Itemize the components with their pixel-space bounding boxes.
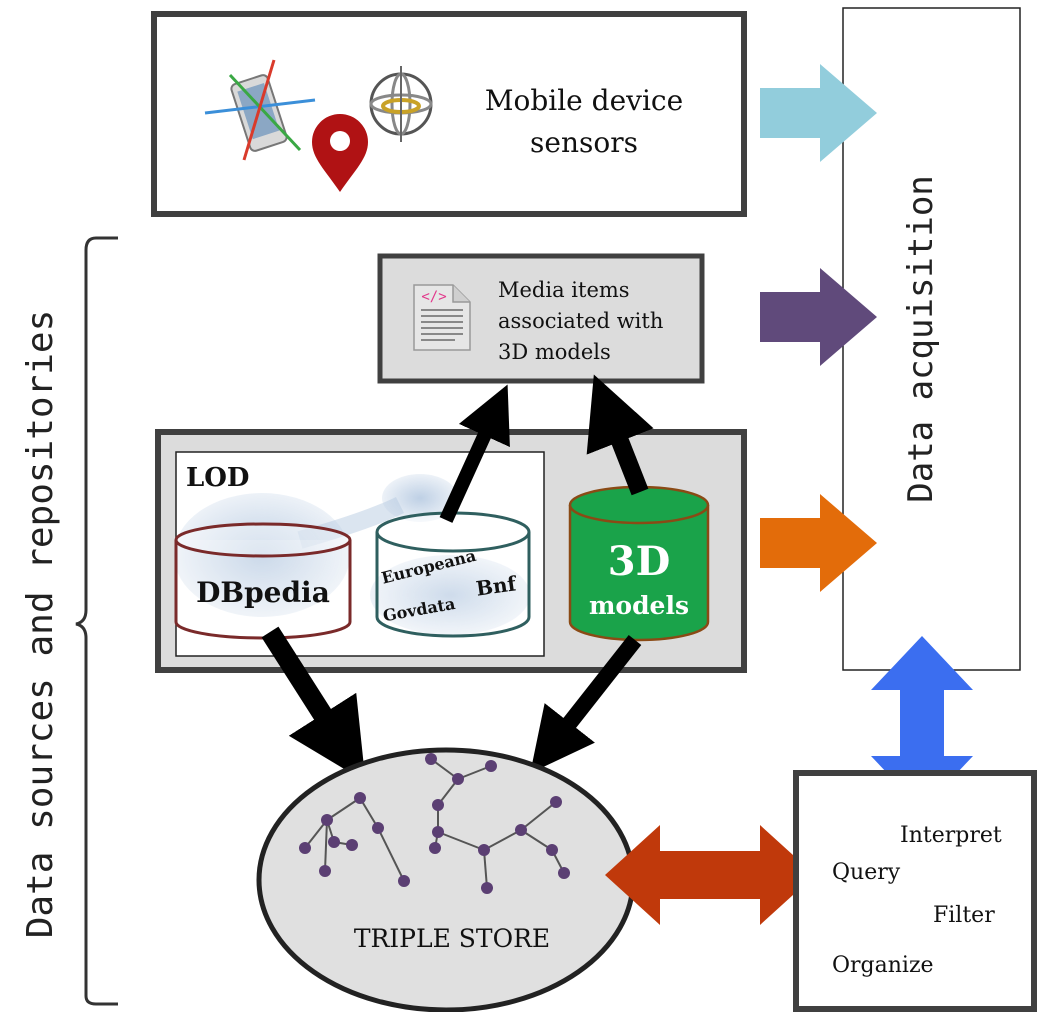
operation-interpret: Interpret	[900, 823, 1002, 848]
operation-query: Query	[832, 860, 901, 885]
lod-label: LOD	[186, 463, 249, 493]
knowledge-graph-icon	[299, 753, 570, 894]
acquisition-operations-sync-arrow	[871, 636, 973, 810]
lod-acquisition-arrow	[760, 494, 877, 592]
sensors-title-line1: Mobile device	[485, 84, 683, 117]
triple-store-label: TRIPLE STORE	[354, 924, 550, 953]
dbpedia-label: DBpedia	[196, 576, 330, 609]
repositories-label: Data sources and repositories	[20, 310, 61, 939]
repositories-brace	[75, 236, 118, 1006]
media-title-line1: Media items	[498, 278, 630, 302]
media-title-line3: 3D models	[498, 340, 611, 364]
models-to-triplestore-arrow	[530, 635, 642, 774]
lod-datasets-database	[375, 511, 531, 638]
media-items-box: </> Media items associated with 3D model…	[377, 253, 705, 384]
dbpedia-database	[174, 522, 352, 640]
phone-axes-icon	[204, 59, 316, 161]
models-to-media-arrow	[586, 374, 654, 496]
operation-organize: Organize	[832, 953, 934, 978]
3d-models-label-line2: models	[589, 591, 689, 620]
sensors-box: Mobile device sensors	[151, 11, 747, 217]
svg-text:</>: </>	[421, 289, 446, 305]
bnf-label: Bnf	[475, 571, 519, 601]
sensors-acquisition-arrow	[760, 64, 877, 162]
europeana-to-media-arrow	[439, 384, 510, 523]
dbpedia-to-triplestore-arrow	[261, 626, 366, 782]
data-acquisition-panel	[842, 7, 1021, 671]
triple-store	[256, 747, 636, 1012]
gyroscope-icon	[369, 66, 433, 142]
operations-box	[793, 770, 1037, 1012]
location-pin-icon	[312, 114, 368, 192]
media-acquisition-arrow	[760, 268, 877, 366]
3d-models-label-line1: 3D	[608, 538, 671, 585]
data-acquisition-label: Data acquisition	[901, 175, 941, 503]
code-document-icon: </>	[413, 284, 471, 351]
media-title-line2: associated with	[498, 309, 663, 333]
operation-filter: Filter	[933, 903, 995, 928]
triplestore-operations-arrow	[605, 825, 815, 925]
3d-models-database	[568, 485, 710, 642]
sensors-title-line2: sensors	[530, 126, 638, 159]
